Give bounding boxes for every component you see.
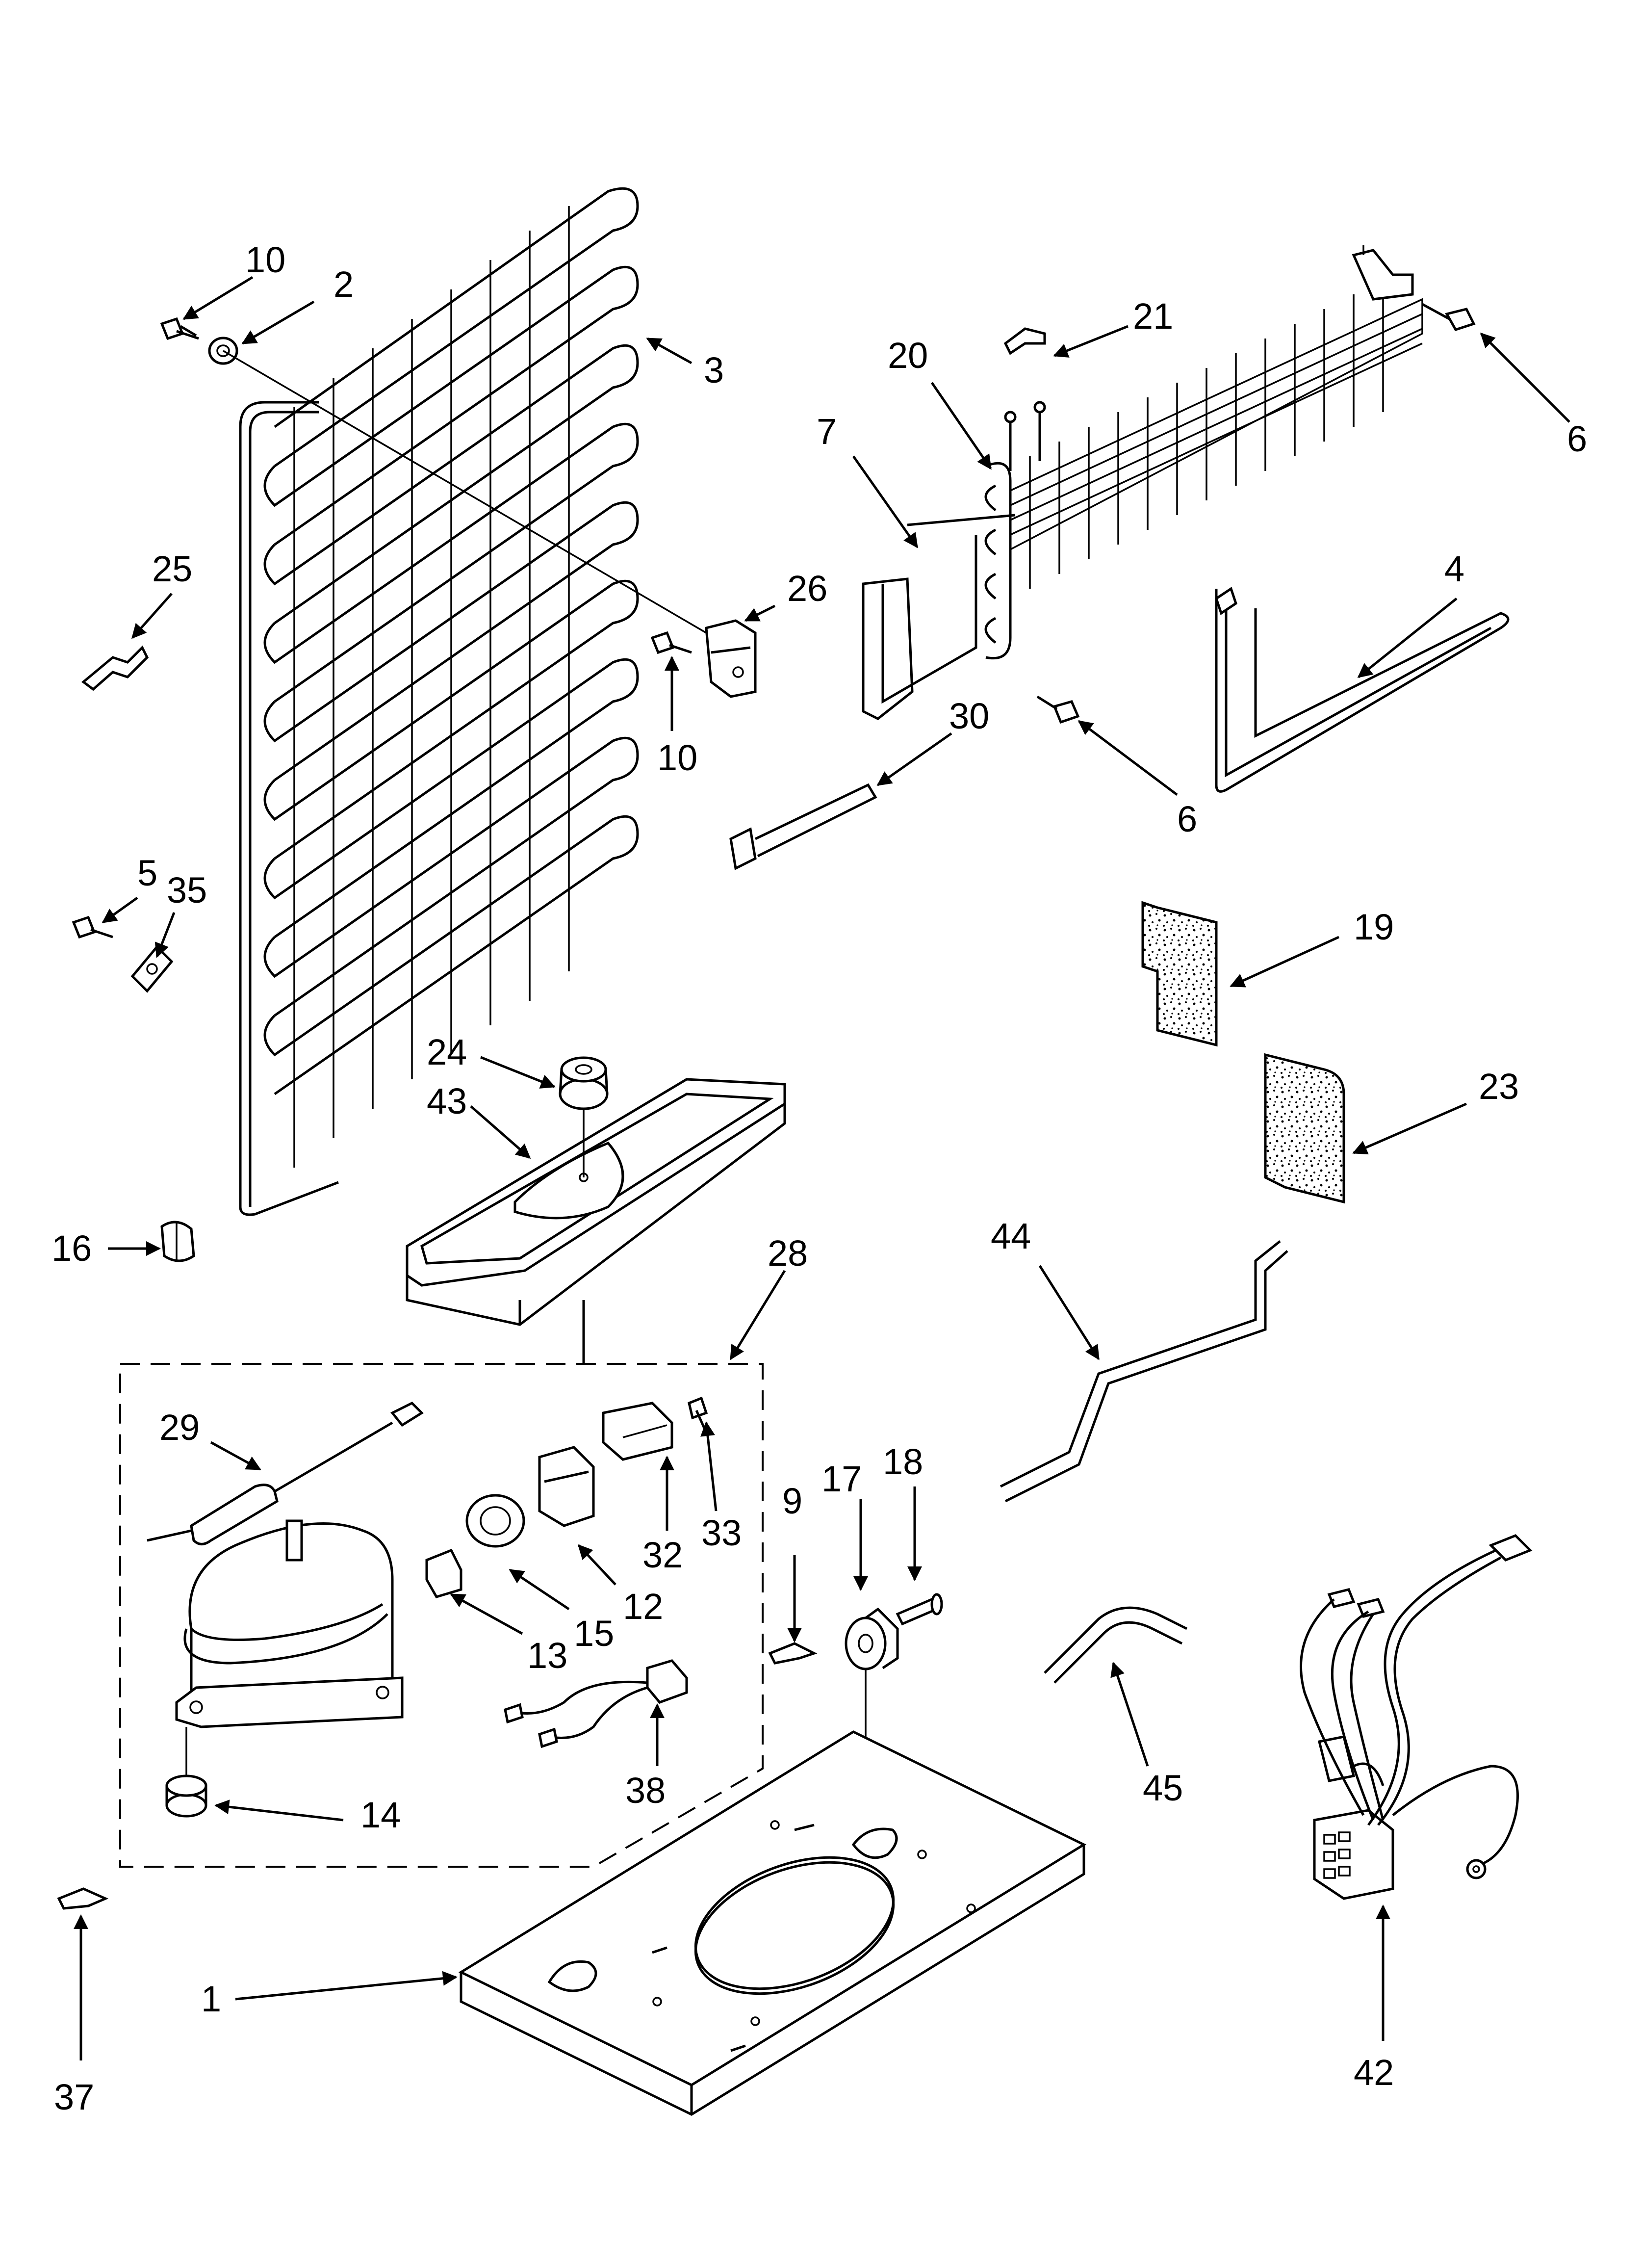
callout-4: 4	[1444, 548, 1464, 589]
callout-26: 26	[787, 568, 827, 609]
condenser-coil	[239, 187, 639, 1216]
callout-10-bracket: 10	[657, 737, 697, 778]
callout-43: 43	[427, 1081, 467, 1121]
evaporator-part-7	[862, 245, 1423, 720]
heater-part-20	[1004, 401, 1046, 471]
tube-part-44	[1000, 1240, 1288, 1503]
callout-20: 20	[888, 335, 928, 376]
callout-18: 18	[883, 1441, 923, 1482]
leader-lines	[74, 276, 1570, 2060]
clip-part-9	[768, 1642, 818, 1665]
screw-part-5	[72, 915, 113, 939]
bracket-part-26	[705, 619, 757, 698]
screw-part-6-bottom	[1036, 695, 1080, 724]
callout-29: 29	[159, 1407, 200, 1448]
base-part-1	[458, 1730, 1087, 2116]
grommet-part-24	[559, 1056, 609, 1110]
capacitor-part-12	[538, 1446, 595, 1527]
callout-45: 45	[1143, 1768, 1183, 1808]
insulation-part-23	[1264, 1053, 1345, 1204]
callout-13: 13	[527, 1635, 567, 1676]
clip-part-16	[160, 1221, 195, 1262]
callout-38: 38	[625, 1770, 666, 1811]
clip-part-35	[130, 945, 174, 993]
insulation-part-19	[1141, 901, 1218, 1047]
overload-part-13	[425, 1548, 462, 1598]
kit-outline-part-28	[119, 1363, 764, 1868]
callout-15: 15	[574, 1613, 614, 1654]
pin-part-18	[896, 1593, 943, 1626]
callout-42: 42	[1354, 2052, 1394, 2093]
callout-30: 30	[949, 696, 989, 736]
grommet-part-14	[165, 1774, 207, 1818]
drain-pan-part-43	[406, 1078, 786, 1326]
screw-part-10-bracket	[650, 631, 692, 654]
grommet-part-2	[208, 337, 707, 634]
callout-6-bottom: 6	[1177, 799, 1197, 839]
tube-part-45	[1044, 1606, 1188, 1684]
callout-33: 33	[701, 1512, 742, 1553]
callout-10-top: 10	[245, 239, 285, 280]
heater-tube-part-4	[1215, 587, 1510, 793]
callout-32: 32	[642, 1535, 683, 1575]
callout-2: 2	[334, 264, 354, 305]
roller-part-17	[845, 1607, 899, 1815]
screw-part-10-top	[160, 317, 199, 340]
callout-37: 37	[54, 2077, 94, 2117]
relay-part-15	[465, 1494, 525, 1548]
drier-part-29	[147, 1401, 424, 1545]
callout-6-top: 6	[1567, 418, 1587, 459]
callout-35: 35	[167, 870, 207, 911]
callout-16: 16	[51, 1228, 92, 1269]
callout-28: 28	[768, 1233, 808, 1274]
callout-19: 19	[1354, 907, 1394, 947]
callout-9: 9	[782, 1481, 802, 1521]
relay-cover-part-32	[602, 1402, 673, 1461]
clip-part-37	[57, 1887, 109, 1910]
callout-7: 7	[817, 411, 837, 452]
callout-17: 17	[821, 1459, 862, 1499]
cable-tie-part-30	[729, 783, 877, 870]
callout-24: 24	[427, 1032, 467, 1072]
callout-23: 23	[1479, 1066, 1519, 1107]
callout-5: 5	[137, 853, 157, 893]
harness-part-38	[504, 1659, 688, 1748]
callout-14: 14	[360, 1795, 401, 1835]
callout-labels: 10 2 3 25 26 10 5 35 16 20 21 7 6 4 30 6…	[51, 239, 1587, 2117]
callout-1: 1	[201, 1979, 221, 2019]
callout-25: 25	[152, 548, 192, 589]
callout-12: 12	[623, 1586, 663, 1627]
callout-21: 21	[1133, 296, 1173, 337]
screw-part-33	[688, 1396, 708, 1434]
callout-3: 3	[704, 350, 724, 391]
harness-part-42	[1300, 1534, 1533, 1900]
clip-part-25	[81, 645, 149, 691]
screw-part-6-top	[1421, 303, 1476, 332]
clip-part-21	[1003, 327, 1046, 355]
callout-44: 44	[991, 1216, 1031, 1256]
compressor	[175, 1519, 404, 1786]
